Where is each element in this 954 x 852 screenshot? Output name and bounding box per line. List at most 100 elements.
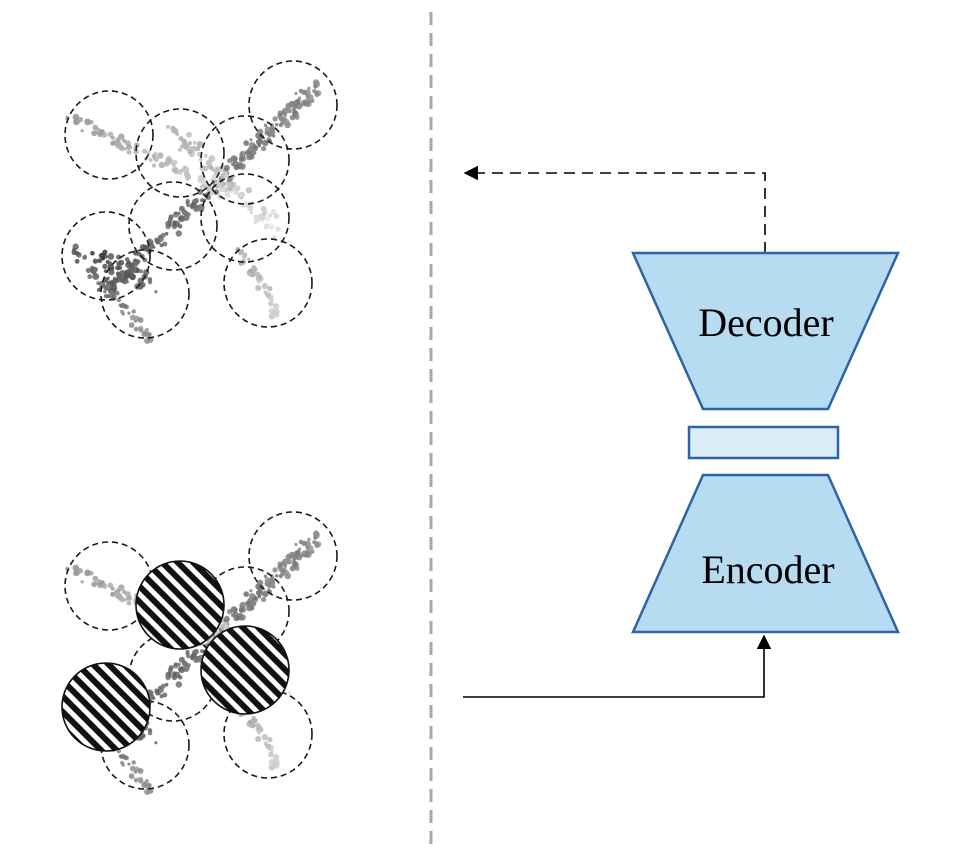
cloud-point xyxy=(255,736,262,742)
cloud-point xyxy=(110,591,116,597)
cloud-point xyxy=(158,236,164,242)
cloud-point xyxy=(91,130,98,137)
patch-circle xyxy=(200,566,290,656)
cloud-point xyxy=(281,107,289,115)
cloud-point xyxy=(122,755,128,760)
cloud-point xyxy=(307,94,314,101)
cloud-point xyxy=(235,186,241,191)
cloud-point xyxy=(233,164,240,171)
cloud-point xyxy=(247,257,251,261)
cloud-point xyxy=(84,118,91,126)
cloud-point xyxy=(203,165,209,171)
decoder-block: Decoder xyxy=(631,251,900,411)
cloud-point xyxy=(273,311,280,318)
cloud-point xyxy=(133,319,138,323)
masked-patch xyxy=(135,560,225,650)
cloud-point xyxy=(87,274,93,280)
cloud-point xyxy=(199,157,203,162)
cloud-point xyxy=(179,168,183,173)
cloud-point xyxy=(253,596,258,601)
cloud-point xyxy=(97,258,103,264)
cloud-point xyxy=(74,250,80,256)
cloud-point xyxy=(125,280,129,284)
cloud-point xyxy=(299,553,304,558)
cloud-point xyxy=(168,214,174,220)
cloud-point xyxy=(134,766,140,772)
cloud-point xyxy=(267,223,274,230)
cloud-point xyxy=(112,276,117,281)
cloud-point xyxy=(307,86,311,91)
cloud-point xyxy=(245,601,250,606)
cloud-point xyxy=(289,565,296,572)
cloud-point xyxy=(110,140,116,146)
cloud-point xyxy=(127,268,131,273)
cloud-point xyxy=(257,579,264,586)
cloud-point xyxy=(120,760,124,765)
cloud-point xyxy=(222,621,229,629)
cloud-point xyxy=(172,220,177,225)
cloud-point xyxy=(266,582,273,589)
cloud-point xyxy=(243,140,249,146)
cloud-point xyxy=(307,545,314,552)
cloud-point xyxy=(239,603,243,607)
cloud-point xyxy=(158,161,165,169)
cloud-point xyxy=(93,267,98,272)
cloud-point xyxy=(173,129,179,135)
encoder-shape xyxy=(631,473,900,634)
cloud-point xyxy=(107,253,115,260)
cloud-point xyxy=(313,535,318,540)
cloud-point xyxy=(268,759,275,766)
cloud-point xyxy=(80,129,84,133)
cloud-point xyxy=(178,147,182,152)
cloud-point xyxy=(235,247,241,253)
cloud-point xyxy=(257,142,261,147)
cloud-point xyxy=(224,192,231,198)
cloud-point xyxy=(262,591,269,598)
cloud-point xyxy=(255,285,262,291)
cloud-point xyxy=(249,210,254,215)
decoder-label: Decoder xyxy=(698,300,833,345)
cloud-point xyxy=(110,586,115,591)
cloud-point xyxy=(257,128,264,135)
cloud-point xyxy=(220,175,225,179)
cloud-point xyxy=(129,273,136,280)
cloud-point xyxy=(74,258,80,264)
cloud-point xyxy=(163,161,170,167)
cloud-point xyxy=(128,322,135,328)
cloud-point xyxy=(135,268,141,274)
cloud-point xyxy=(273,762,280,769)
cloud-point xyxy=(132,259,139,267)
cloud-point xyxy=(84,569,91,577)
cloud-point xyxy=(154,741,158,745)
cloud-point xyxy=(139,269,144,274)
cloud-point xyxy=(274,123,279,127)
cloud-point xyxy=(230,155,238,162)
cloud-point xyxy=(173,662,178,666)
cloud-point xyxy=(218,166,225,173)
cloud-point xyxy=(230,606,238,613)
cloud-point xyxy=(293,99,300,106)
cloud-point xyxy=(193,656,200,664)
cloud-point xyxy=(268,308,275,315)
cloud-point xyxy=(116,261,122,267)
cloud-point xyxy=(245,150,250,155)
cloud-point xyxy=(289,114,296,121)
cloud-point xyxy=(266,217,271,221)
cloud-point xyxy=(261,145,267,152)
cloud-point xyxy=(164,231,169,236)
cloud-point xyxy=(225,181,231,186)
cloud-point xyxy=(195,146,201,152)
cloud-point xyxy=(165,671,172,678)
cloud-point xyxy=(287,224,291,228)
cloud-point xyxy=(92,258,98,264)
cloud-point xyxy=(294,542,298,547)
cloud-point xyxy=(250,271,256,278)
cloud-point xyxy=(241,204,245,208)
cloud-point xyxy=(239,152,243,156)
cloud-point xyxy=(275,756,279,760)
cloud-point xyxy=(72,243,79,250)
cloud-point xyxy=(126,144,133,150)
cloud-point xyxy=(230,181,237,188)
patch-circle xyxy=(135,108,225,198)
patch-circle xyxy=(100,700,190,790)
